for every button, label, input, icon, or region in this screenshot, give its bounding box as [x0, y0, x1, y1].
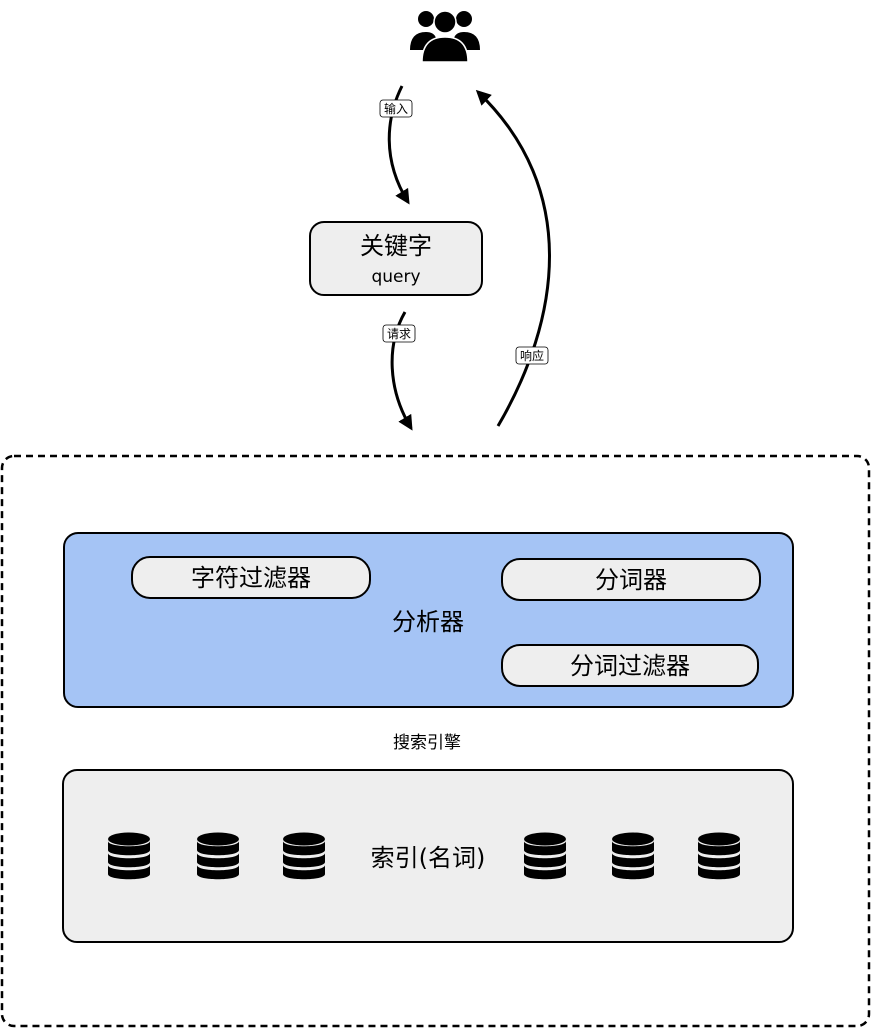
edge-response-arrow: [475, 89, 551, 427]
edge-response-label: 响应: [520, 348, 544, 363]
search-engine-label: 搜索引擎: [393, 733, 461, 753]
edge-request-arrow: [390, 311, 413, 431]
index-box: 索引(名词): [62, 769, 794, 943]
edge-input-label-box: 输入: [379, 99, 413, 118]
edge-response-label-box: 响应: [515, 346, 549, 365]
token-filter-label: 分词过滤器: [570, 652, 690, 680]
edge-input-arrow: [387, 85, 410, 205]
keyword-box: 关键字 query: [309, 221, 483, 296]
index-label: 索引(名词): [371, 844, 486, 872]
char-filter-label: 字符过滤器: [191, 564, 311, 592]
analyzer-label: 分析器: [392, 608, 464, 636]
users-icon: [410, 10, 480, 63]
char-filter-box: 字符过滤器: [131, 556, 371, 599]
keyword-box-title: 关键字: [360, 232, 432, 260]
edge-request-label-box: 请求: [382, 324, 416, 343]
token-filter-box: 分词过滤器: [501, 644, 759, 687]
tokenizer-label: 分词器: [595, 566, 667, 594]
keyword-box-subtitle: query: [371, 267, 420, 287]
edge-input-label: 输入: [384, 101, 408, 116]
search-engine-container: [0, 454, 871, 1028]
tokenizer-box: 分词器: [501, 558, 761, 601]
edge-request-label: 请求: [387, 327, 411, 341]
